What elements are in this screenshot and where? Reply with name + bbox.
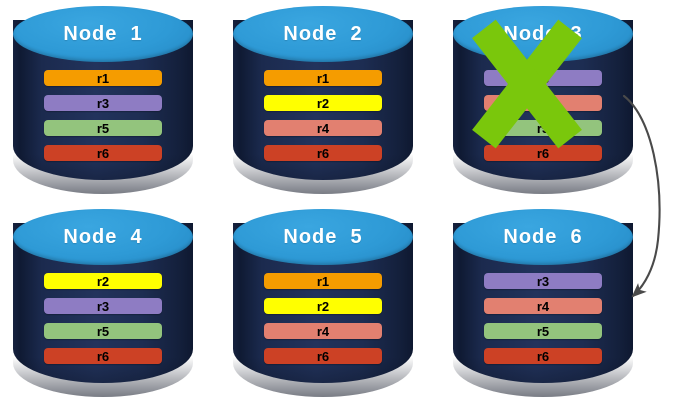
node-5-cylinder-top bbox=[233, 209, 413, 265]
replica-bar[interactable]: r3 bbox=[484, 70, 602, 86]
node-1-label: Node 1 bbox=[63, 22, 143, 45]
replica-bar[interactable]: r2 bbox=[264, 298, 382, 314]
replica-bar[interactable]: r3 bbox=[44, 95, 162, 111]
replica-bar[interactable]: r1 bbox=[264, 273, 382, 289]
node-2-label: Node 2 bbox=[283, 22, 363, 45]
replica-bar[interactable]: r2 bbox=[44, 273, 162, 289]
node-3-label: Node 3 bbox=[503, 22, 583, 45]
node-5-replica-list: r1 r2 r4 r6 bbox=[264, 273, 382, 364]
replica-bar[interactable]: r1 bbox=[44, 70, 162, 86]
node-2-replica-list: r1 r2 r4 r6 bbox=[264, 70, 382, 161]
replica-bar[interactable]: r4 bbox=[264, 120, 382, 136]
replica-bar[interactable]: r1 bbox=[264, 70, 382, 86]
replica-bar[interactable]: r6 bbox=[264, 145, 382, 161]
node-6-replica-list: r3 r4 r5 r6 bbox=[484, 273, 602, 364]
replica-bar[interactable]: r4 bbox=[264, 323, 382, 339]
replica-bar[interactable]: r5 bbox=[484, 323, 602, 339]
replica-bar[interactable]: r6 bbox=[484, 145, 602, 161]
node-1-cylinder-top bbox=[13, 6, 193, 62]
node-3-replica-list: r3 r4 r5 r6 bbox=[484, 70, 602, 161]
failover-arrow bbox=[622, 94, 661, 298]
replica-bar[interactable]: r6 bbox=[44, 145, 162, 161]
replica-bar[interactable]: r6 bbox=[484, 348, 602, 364]
node-1-replica-list: r1 r3 r5 r6 bbox=[44, 70, 162, 161]
node-1[interactable]: r1 r3 r5 r6 Node 1 bbox=[13, 6, 193, 194]
node-4-cylinder-top bbox=[13, 209, 193, 265]
replica-bar[interactable]: r6 bbox=[44, 348, 162, 364]
node-6-cylinder-top bbox=[453, 209, 633, 265]
replica-bar[interactable]: r5 bbox=[484, 120, 602, 136]
node-5[interactable]: r1 r2 r4 r6 Node 5 bbox=[233, 209, 413, 397]
replica-bar[interactable]: r4 bbox=[484, 298, 602, 314]
node-6-label: Node 6 bbox=[503, 225, 583, 248]
replica-bar[interactable]: r5 bbox=[44, 323, 162, 339]
replica-bar[interactable]: r3 bbox=[44, 298, 162, 314]
node-5-label: Node 5 bbox=[283, 225, 363, 248]
replica-bar[interactable]: r6 bbox=[264, 348, 382, 364]
node-4[interactable]: r2 r3 r5 r6 Node 4 bbox=[13, 209, 193, 397]
replica-bar[interactable]: r3 bbox=[484, 273, 602, 289]
node-4-replica-list: r2 r3 r5 r6 bbox=[44, 273, 162, 364]
node-2[interactable]: r1 r2 r4 r6 Node 2 bbox=[233, 6, 413, 194]
node-4-label: Node 4 bbox=[63, 225, 143, 248]
replica-bar[interactable]: r5 bbox=[44, 120, 162, 136]
replica-bar[interactable]: r4 bbox=[484, 95, 602, 111]
node-2-cylinder-top bbox=[233, 6, 413, 62]
replica-bar[interactable]: r2 bbox=[264, 95, 382, 111]
